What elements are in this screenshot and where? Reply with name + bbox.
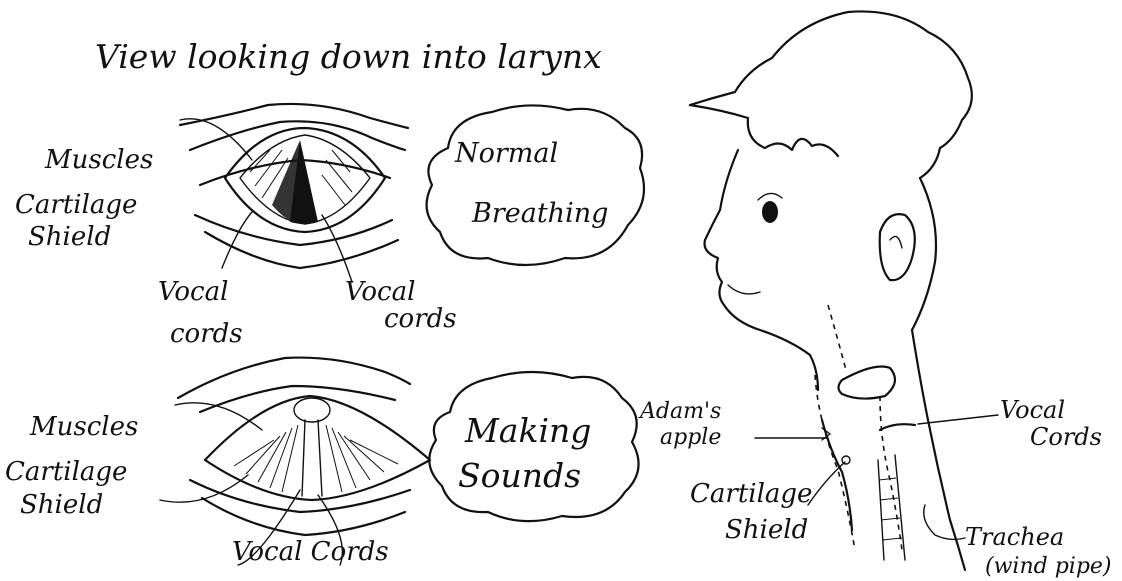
larynx-sounds-illustration (160, 358, 430, 565)
label-vocal-cords-profile-1: Vocal (1000, 396, 1065, 424)
label-muscles-top: Muscles (44, 145, 153, 175)
larynx-normal-illustration (180, 104, 408, 282)
label-cartilage-profile-1: Cartilage (690, 479, 812, 509)
label-cartilage-top-1: Cartilage (15, 190, 137, 220)
label-adams-apple-2: apple (660, 425, 721, 450)
cloud-sounds-line2: Sounds (458, 456, 581, 495)
label-cartilage-bottom-2: Shield (20, 490, 103, 520)
label-vocal-cords-bottom: Vocal Cords (232, 537, 389, 567)
cloud-normal-line1: Normal (454, 138, 558, 169)
label-cartilage-top-2: Shield (28, 222, 111, 252)
label-cartilage-profile-2: Shield (725, 515, 808, 545)
label-trachea-2: (wind pipe) (985, 554, 1112, 579)
label-cartilage-bottom-1: Cartilage (5, 457, 127, 487)
cloud-sounds-line1: Making (464, 411, 591, 450)
label-vocal-left-1: Vocal (158, 277, 228, 307)
label-vocal-left-2: cords (170, 319, 243, 349)
label-vocal-right-1: Vocal (345, 277, 415, 307)
label-trachea-1: Trachea (965, 523, 1064, 551)
label-muscles-bottom: Muscles (29, 412, 138, 442)
label-vocal-right-2: cords (384, 304, 457, 334)
cloud-normal-line2: Breathing (471, 198, 608, 229)
cloud-normal-breathing: Normal Breathing (427, 105, 644, 265)
diagram-title: View looking down into larynx (95, 37, 602, 76)
label-vocal-cords-profile-2: Cords (1030, 423, 1102, 451)
cloud-making-sounds: Making Sounds (429, 372, 638, 521)
label-adams-apple-1: Adam's (638, 399, 721, 424)
